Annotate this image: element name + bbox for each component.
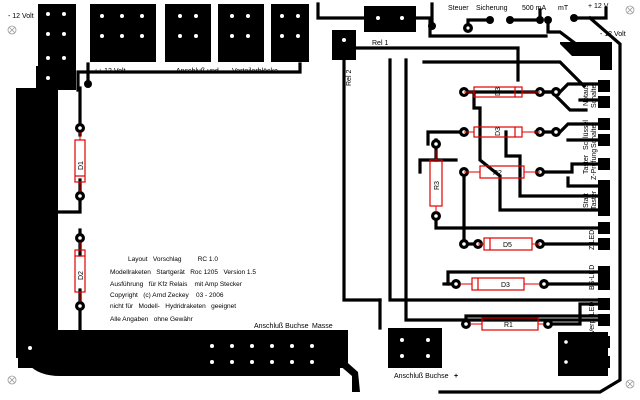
label-start-1: Start xyxy=(583,193,590,208)
label-steuer: Steuer xyxy=(448,5,469,12)
diode-d5: D5 xyxy=(483,237,533,251)
d3b-label: D3 xyxy=(495,127,502,136)
component-outlines: D1 D2 D3 D3 R2 R3 xyxy=(74,86,544,331)
label-mt: mT xyxy=(558,5,569,12)
diode-d1: D1 xyxy=(74,139,86,183)
label-anschluss-buchse-b: Anschluß Buchse xyxy=(394,373,449,380)
r3-label: R3 xyxy=(434,181,441,190)
label-schluessel-1: Schlüssel xyxy=(583,120,590,150)
info-block: Layout Vorschlag RC 1.0 Modellraketen St… xyxy=(110,256,256,323)
through-hole-pads xyxy=(75,14,578,367)
label-verteiler: Verteilerblöcke xyxy=(232,68,278,75)
diode-d2: D2 xyxy=(74,249,86,293)
bus-connector-pads xyxy=(210,344,314,364)
info-line-3: Ausführung für Kfz Relais mit Amp Stecke… xyxy=(110,281,243,288)
ground-plane xyxy=(16,4,612,392)
label-schluessel-2: Schalter xyxy=(591,122,598,148)
label-anschluss-buchse-a: Anschluß Buchse xyxy=(254,323,309,330)
info-line-5: nicht für Modell- Hydridraketen geeignet xyxy=(110,303,236,310)
label-verpled: Verp.-LED xyxy=(589,302,596,334)
info-line-4: Copyright (c) Arnd Zeckey 03 - 2006 xyxy=(110,292,224,299)
label-plus-sign: + xyxy=(454,373,458,380)
r1-label: R1 xyxy=(504,322,513,329)
label-zled: Z-LED xyxy=(589,230,596,250)
d1-label: D1 xyxy=(78,161,85,170)
r2-label: R2 xyxy=(493,170,502,177)
resistor-r3: R3 xyxy=(429,159,443,207)
label-sicherung: Sicherung xyxy=(476,5,508,12)
label-minus12-left: - 12 Volt xyxy=(8,13,34,20)
label-notaus-1: Notaus xyxy=(583,83,590,106)
label-bsled: BS-LED xyxy=(589,265,596,290)
d5-label: D5 xyxy=(503,242,512,249)
info-line-1: Layout Vorschlag RC 1.0 xyxy=(128,256,218,263)
info-line-2: Modellraketen Startgerät Roc 1205 Versio… xyxy=(110,269,256,276)
label-anschluss-und: Anschluß und xyxy=(176,68,219,75)
d3a-label: D3 xyxy=(495,87,502,96)
label-taster-1: Taster xyxy=(583,154,590,174)
label-rel1: Rel 1 xyxy=(372,40,388,47)
label-masse: Masse xyxy=(312,323,333,330)
label-plus12-right: + 12 V xyxy=(588,3,609,10)
resistor-r2: R2 xyxy=(479,165,525,179)
d3c-label: D3 xyxy=(501,282,510,289)
right-side-labels: Notaus Schalter Schlüssel Schalter Taste… xyxy=(583,82,598,372)
label-reserve: Reserve xyxy=(589,346,596,372)
d2-label: D2 xyxy=(78,271,85,280)
label-minus12-right: - 12 Volt xyxy=(600,31,626,38)
board-labels: - 12 Volt ++ 12 Volt Anschluß und Vertei… xyxy=(8,3,626,380)
info-line-6: Alle Angaben ohne Gewähr xyxy=(110,316,194,323)
label-taster-2: Z-Prüfung xyxy=(591,149,598,180)
pads xyxy=(28,12,430,358)
label-start-2: Taster xyxy=(591,190,598,210)
label-plus12-left: ++ 12 Volt xyxy=(94,68,126,75)
right-connector-pads xyxy=(598,80,610,368)
diode-d3-c: D3 xyxy=(471,277,525,291)
label-rel2: Rel 2 xyxy=(346,70,353,86)
mounting-holes xyxy=(7,5,635,389)
label-notaus-2: Schalter xyxy=(591,82,598,108)
label-500ma: 500 mA xyxy=(522,5,546,12)
